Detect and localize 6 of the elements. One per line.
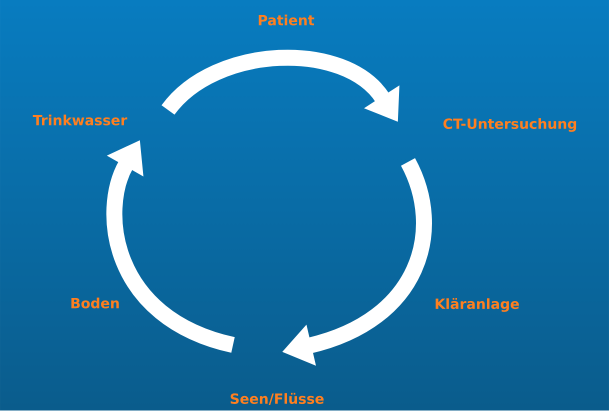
edge-label: Kläranlage — [436, 298, 519, 312]
node-label: Seen/Flüsse — [230, 392, 324, 406]
edge-label: Boden — [71, 298, 119, 308]
node-label: CT-Untersuchung — [443, 118, 576, 132]
edge-label: Patient — [258, 14, 314, 26]
node-label: Trinkwasser — [32, 114, 128, 126]
